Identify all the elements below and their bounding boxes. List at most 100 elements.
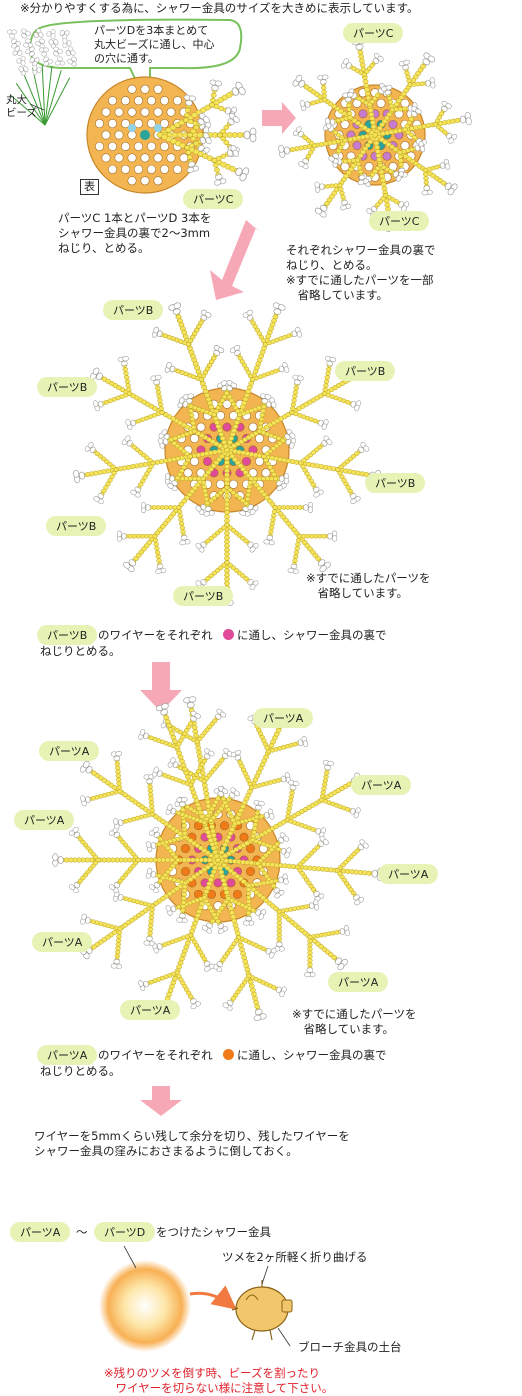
flower-bead (80, 913, 91, 925)
seed-bead (224, 551, 230, 557)
petal (448, 137, 455, 144)
step4-omit-note: ※すでに通したパーツを 省略しています。 (292, 1007, 417, 1036)
seed-bead (234, 930, 241, 936)
seed-bead (369, 120, 376, 126)
seed-bead (230, 914, 237, 920)
flower-bead (287, 563, 299, 574)
petal (350, 498, 357, 505)
seed-bead (155, 385, 161, 391)
seed-bead (368, 111, 375, 117)
seed-bead (248, 983, 255, 989)
bouquet-wire (23, 73, 46, 126)
flower-bead (16, 55, 26, 67)
flower-bead (444, 182, 458, 196)
bouquet-wire (32, 67, 46, 126)
flower-bead (33, 28, 44, 38)
seed-bead (422, 171, 429, 177)
seed-bead (182, 834, 188, 840)
petal (121, 532, 127, 540)
petal (318, 419, 324, 427)
seed-bead (248, 476, 254, 482)
seed-bead (367, 107, 374, 113)
disc-hole (101, 153, 111, 163)
petal (372, 57, 379, 64)
disc-hole (101, 130, 111, 140)
brooch-base-label: ブローチ金具の土台 (298, 1340, 402, 1354)
petal (53, 39, 59, 45)
petal (204, 506, 212, 512)
bouquet-wire (44, 77, 71, 126)
petal (343, 58, 349, 65)
seed-bead (387, 99, 394, 105)
seed-bead (223, 890, 230, 895)
seed-bead (200, 480, 207, 486)
disc-hole (134, 141, 144, 151)
seed-bead (196, 749, 202, 755)
flower-bead (138, 729, 149, 740)
petal (155, 568, 162, 574)
seed-bead (223, 140, 230, 146)
flower-bead (372, 52, 384, 64)
seed-bead (190, 128, 197, 134)
flower-bead (247, 504, 259, 515)
petal (313, 486, 320, 493)
flower-bead (322, 760, 335, 771)
petal (402, 64, 409, 71)
seed-bead (159, 410, 165, 415)
petal (38, 31, 44, 38)
petal (269, 812, 275, 820)
seed-bead (203, 791, 210, 797)
seed-bead (369, 99, 375, 104)
seed-bead (221, 881, 228, 887)
flower-bead (140, 501, 151, 514)
flower-bead (138, 980, 149, 991)
seed-bead (326, 367, 332, 372)
petal (355, 44, 364, 51)
seed-bead (321, 93, 328, 99)
seed-bead (204, 500, 210, 506)
disc-hole (121, 119, 131, 129)
flower-bead (203, 506, 215, 517)
step3-label-6: パーツB (173, 586, 234, 606)
petal (116, 530, 122, 538)
flower-bead (317, 74, 329, 85)
arrow-down-1 (140, 662, 182, 712)
petal (143, 940, 151, 946)
arrow-down-2 (140, 1086, 182, 1116)
seed-bead (115, 773, 121, 778)
disc-hole (160, 164, 170, 174)
seed-bead (397, 150, 403, 155)
flower-bead (155, 563, 167, 574)
base-leader (277, 1327, 291, 1347)
flower-bead (32, 64, 42, 76)
seed-bead (404, 70, 410, 76)
seed-bead (292, 393, 298, 399)
petal (398, 201, 404, 208)
arrow-diagonal (210, 220, 260, 300)
seed-bead (346, 111, 353, 116)
seed-bead (380, 181, 387, 187)
seed-bead (126, 387, 132, 392)
disc-hole (153, 107, 163, 117)
petal (363, 445, 370, 452)
disc-hole (134, 96, 144, 106)
petal (344, 96, 352, 103)
petal (199, 136, 206, 144)
petal (332, 153, 339, 159)
seed-bead (397, 154, 404, 159)
seed-bead (229, 910, 236, 916)
disc-hole (140, 176, 150, 186)
seed-bead (307, 934, 313, 940)
step4-label-8: パーツA (120, 1000, 181, 1020)
seed-bead (210, 92, 217, 98)
petal (284, 433, 291, 440)
petal (165, 473, 171, 480)
seed-bead (115, 949, 121, 955)
seed-bead (251, 991, 257, 997)
seed-bead (381, 186, 388, 191)
seed-bead (219, 873, 226, 879)
flower-bead (266, 397, 277, 409)
flower-bead (48, 39, 59, 49)
seed-bead (224, 455, 230, 461)
